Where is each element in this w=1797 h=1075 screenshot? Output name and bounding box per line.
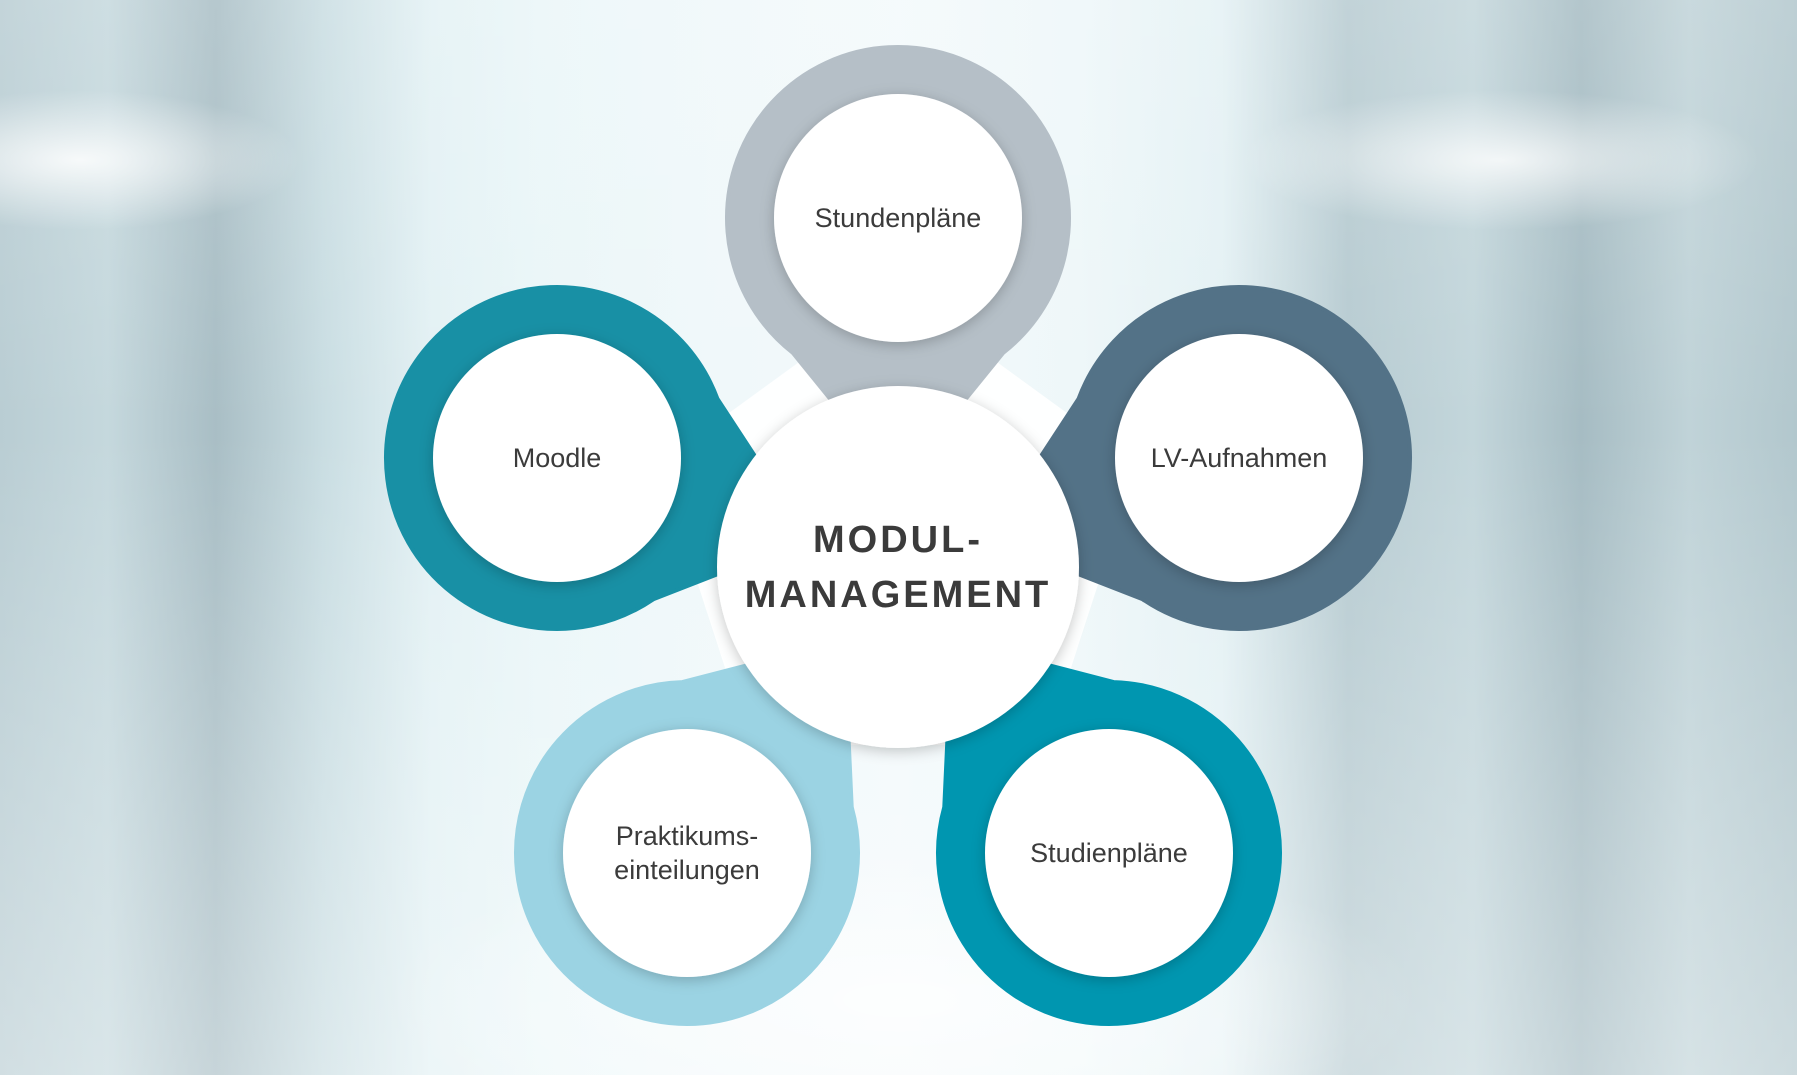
node-circle-studienplaene (985, 729, 1233, 977)
node-circle-lv-aufnahmen (1115, 334, 1363, 582)
node-moodle: Moodle (433, 334, 681, 582)
node-label-lv-aufnahmen: LV-Aufnahmen (1151, 443, 1328, 473)
center-label-line-2: MANAGEMENT (745, 574, 1052, 616)
node-label-moodle: Moodle (513, 443, 602, 473)
node-studienplaene: Studienpläne (985, 729, 1233, 977)
node-label-praktikumseinteilungen-line-1: Praktikums- (616, 821, 759, 851)
node-praktikumseinteilungen: Praktikums-einteilungen (563, 729, 811, 977)
node-circle-praktikumseinteilungen (563, 729, 811, 977)
node-stundenplaene: Stundenpläne (774, 94, 1022, 342)
node-circle-moodle (433, 334, 681, 582)
node-circle-stundenplaene (774, 94, 1022, 342)
center-circle (717, 386, 1079, 748)
center-label-line-1: MODUL- (813, 519, 983, 561)
node-label-studienplaene: Studienpläne (1030, 838, 1188, 868)
node-lv-aufnahmen: LV-Aufnahmen (1115, 334, 1363, 582)
node-label-stundenplaene: Stundenpläne (815, 203, 982, 233)
center-node: MODUL- MANAGEMENT (717, 386, 1079, 748)
node-label-praktikumseinteilungen-line-2: einteilungen (614, 855, 760, 885)
